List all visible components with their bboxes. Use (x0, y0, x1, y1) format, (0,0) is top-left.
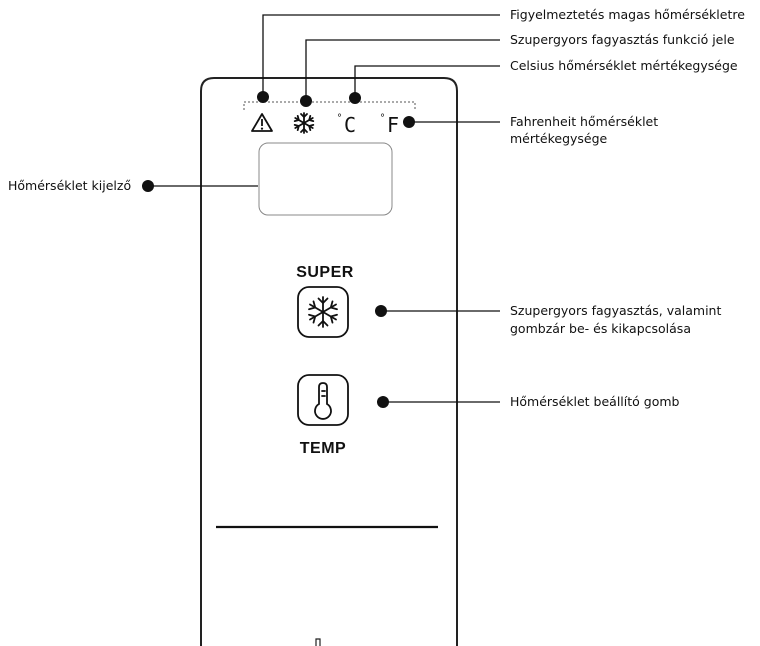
callout-super-button-line1: Szupergyors fagyasztás, valamint (510, 303, 721, 318)
panel-notch (315, 638, 321, 646)
callout-super-freeze-indicator: Szupergyors fagyasztás funkció jele (510, 32, 735, 47)
temperature-display (258, 142, 393, 216)
callout-fahrenheit-line2: mértékegysége (510, 131, 608, 146)
fahrenheit-degree: ° (380, 113, 385, 124)
callout-temp-button: Hőmérséklet beállító gomb (510, 394, 680, 409)
panel-outline (200, 77, 458, 646)
temp-button[interactable] (297, 374, 349, 426)
celsius-degree: ° (337, 113, 342, 124)
thermometer-icon (314, 382, 332, 420)
fahrenheit-symbol: F (387, 113, 399, 137)
callout-fahrenheit-line1: Fahrenheit hőmérséklet (510, 114, 658, 129)
warning-triangle-icon (251, 113, 273, 132)
celsius-symbol: C (344, 113, 356, 137)
indicator-frame (243, 101, 416, 110)
callout-warning: Figyelmeztetés magas hőmérsékletre (510, 7, 745, 22)
callout-celsius: Celsius hőmérséklet mértékegysége (510, 58, 738, 73)
callout-super-button-line2: gombzár be- és kikapcsolása (510, 321, 691, 336)
temp-label: TEMP (300, 440, 346, 457)
callout-dots (142, 91, 415, 408)
callout-leaders (148, 14, 500, 403)
super-label: SUPER (296, 264, 354, 281)
snowflake-icon (308, 296, 338, 328)
snowflake-icon (293, 112, 315, 134)
callout-display: Hőmérséklet kijelző (8, 178, 131, 193)
